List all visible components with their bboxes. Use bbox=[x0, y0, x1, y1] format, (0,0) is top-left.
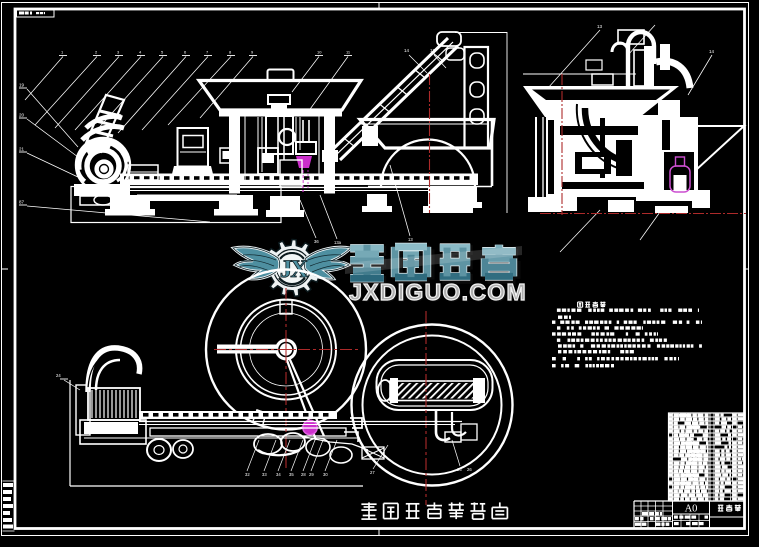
svg-text:32: 32 bbox=[245, 472, 250, 477]
svg-text:36: 36 bbox=[314, 239, 319, 244]
svg-text:19: 19 bbox=[19, 83, 25, 88]
svg-text:25: 25 bbox=[457, 467, 462, 472]
svg-text:13: 13 bbox=[597, 24, 603, 29]
svg-text:10: 10 bbox=[317, 50, 322, 55]
svg-text:26: 26 bbox=[467, 467, 472, 472]
svg-text:28: 28 bbox=[301, 472, 306, 477]
svg-text:27: 27 bbox=[370, 470, 375, 475]
svg-text:JXDIGUO.COM: JXDIGUO.COM bbox=[349, 279, 527, 305]
svg-text:29: 29 bbox=[309, 472, 314, 477]
svg-text:33: 33 bbox=[262, 472, 267, 477]
svg-text:24: 24 bbox=[56, 373, 61, 378]
svg-text:30: 30 bbox=[323, 472, 328, 477]
svg-text:87: 87 bbox=[19, 200, 25, 205]
svg-text:21: 21 bbox=[19, 147, 25, 152]
svg-text:13: 13 bbox=[408, 237, 413, 242]
svg-text:13a: 13a bbox=[334, 240, 342, 245]
svg-text:14: 14 bbox=[404, 48, 410, 53]
svg-text:35: 35 bbox=[289, 472, 294, 477]
svg-text:20: 20 bbox=[19, 113, 25, 118]
svg-text:A0: A0 bbox=[685, 504, 698, 515]
svg-text:34: 34 bbox=[276, 472, 281, 477]
svg-text:14: 14 bbox=[709, 49, 715, 54]
